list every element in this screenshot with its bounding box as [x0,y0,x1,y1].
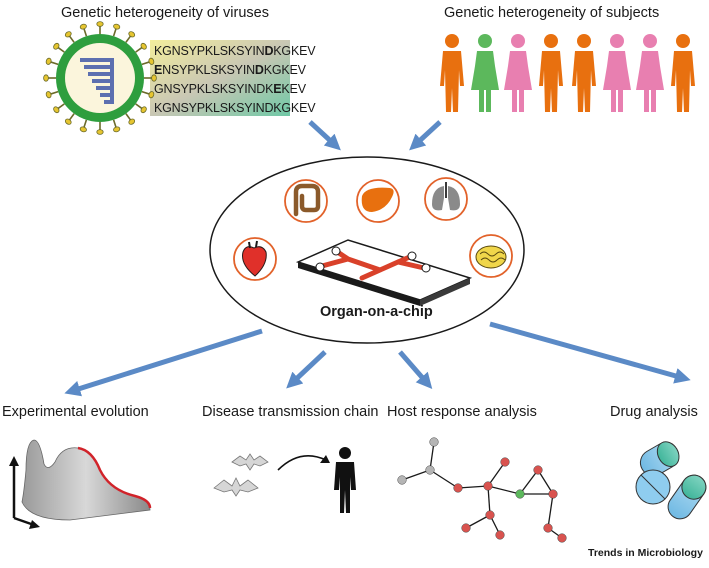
chip-icon [295,239,473,306]
network-node [429,437,439,447]
arrow-viruses-to-chip [308,120,341,151]
fitness-landscape-icon [9,439,152,529]
network-node [533,465,543,475]
heart-icon [233,237,277,281]
label-drug: Drug analysis [610,404,698,420]
person-icon [504,34,532,112]
network-node [453,483,463,493]
sequence-panel: KGNSYPKLSKSYINDKGKEV ENSYPKLSKSYINDKGKEV… [150,40,316,116]
person-icon [671,34,695,112]
network-node [485,510,495,520]
network-node [425,465,435,475]
sequence-line-3: GNSYPKLSKSYINDKEKEV [154,82,307,96]
label-transmission: Disease transmission chain [202,404,379,420]
person-icon [471,34,499,112]
network-node [543,523,553,533]
network-node [500,457,510,467]
brain-icon [469,234,513,278]
human-icon [334,447,356,513]
person-icon [440,34,464,112]
pills-icon [635,441,707,520]
person-icon [603,34,631,112]
people-group [440,34,695,112]
arrow-to-evolution [64,328,263,397]
sequence-line-4: KGNSYPKLSKSYINDKGKEV [154,101,316,115]
network-node [557,533,567,543]
footer-brand: Trends in Microbiology [588,547,703,559]
network-node [515,489,525,499]
label-host: Host response analysis [387,404,537,420]
intestine-icon [284,179,328,223]
transmission-arrow [277,454,327,471]
arrow-to-drug [489,321,691,384]
title-subjects: Genetic heterogeneity of subjects [444,5,659,21]
arrow-subjects-to-chip [409,120,442,151]
label-evolution: Experimental evolution [2,404,149,420]
person-icon [539,34,563,112]
arrow-to-transmission [286,350,327,389]
network-node [461,523,471,533]
transmission-arrowhead [320,455,330,463]
center-label: Organ-on-a-chip [320,304,433,320]
person-icon [636,34,664,112]
network-node [397,475,407,485]
liver-icon [356,179,400,223]
virus-icon [43,21,157,135]
network-node [495,530,505,540]
lungs-icon [424,177,468,221]
title-viruses: Genetic heterogeneity of viruses [61,5,269,21]
network-icon [397,437,567,543]
sequence-line-1: KGNSYPKLSKSYINDKGKEV [154,44,316,58]
sequence-line-2: ENSYPKLSKSYINDKGKEV [154,63,307,77]
person-icon [572,34,596,112]
bat-icon [213,453,269,497]
network-node [548,489,558,499]
arrow-to-host [398,350,433,390]
network-node [483,481,493,491]
